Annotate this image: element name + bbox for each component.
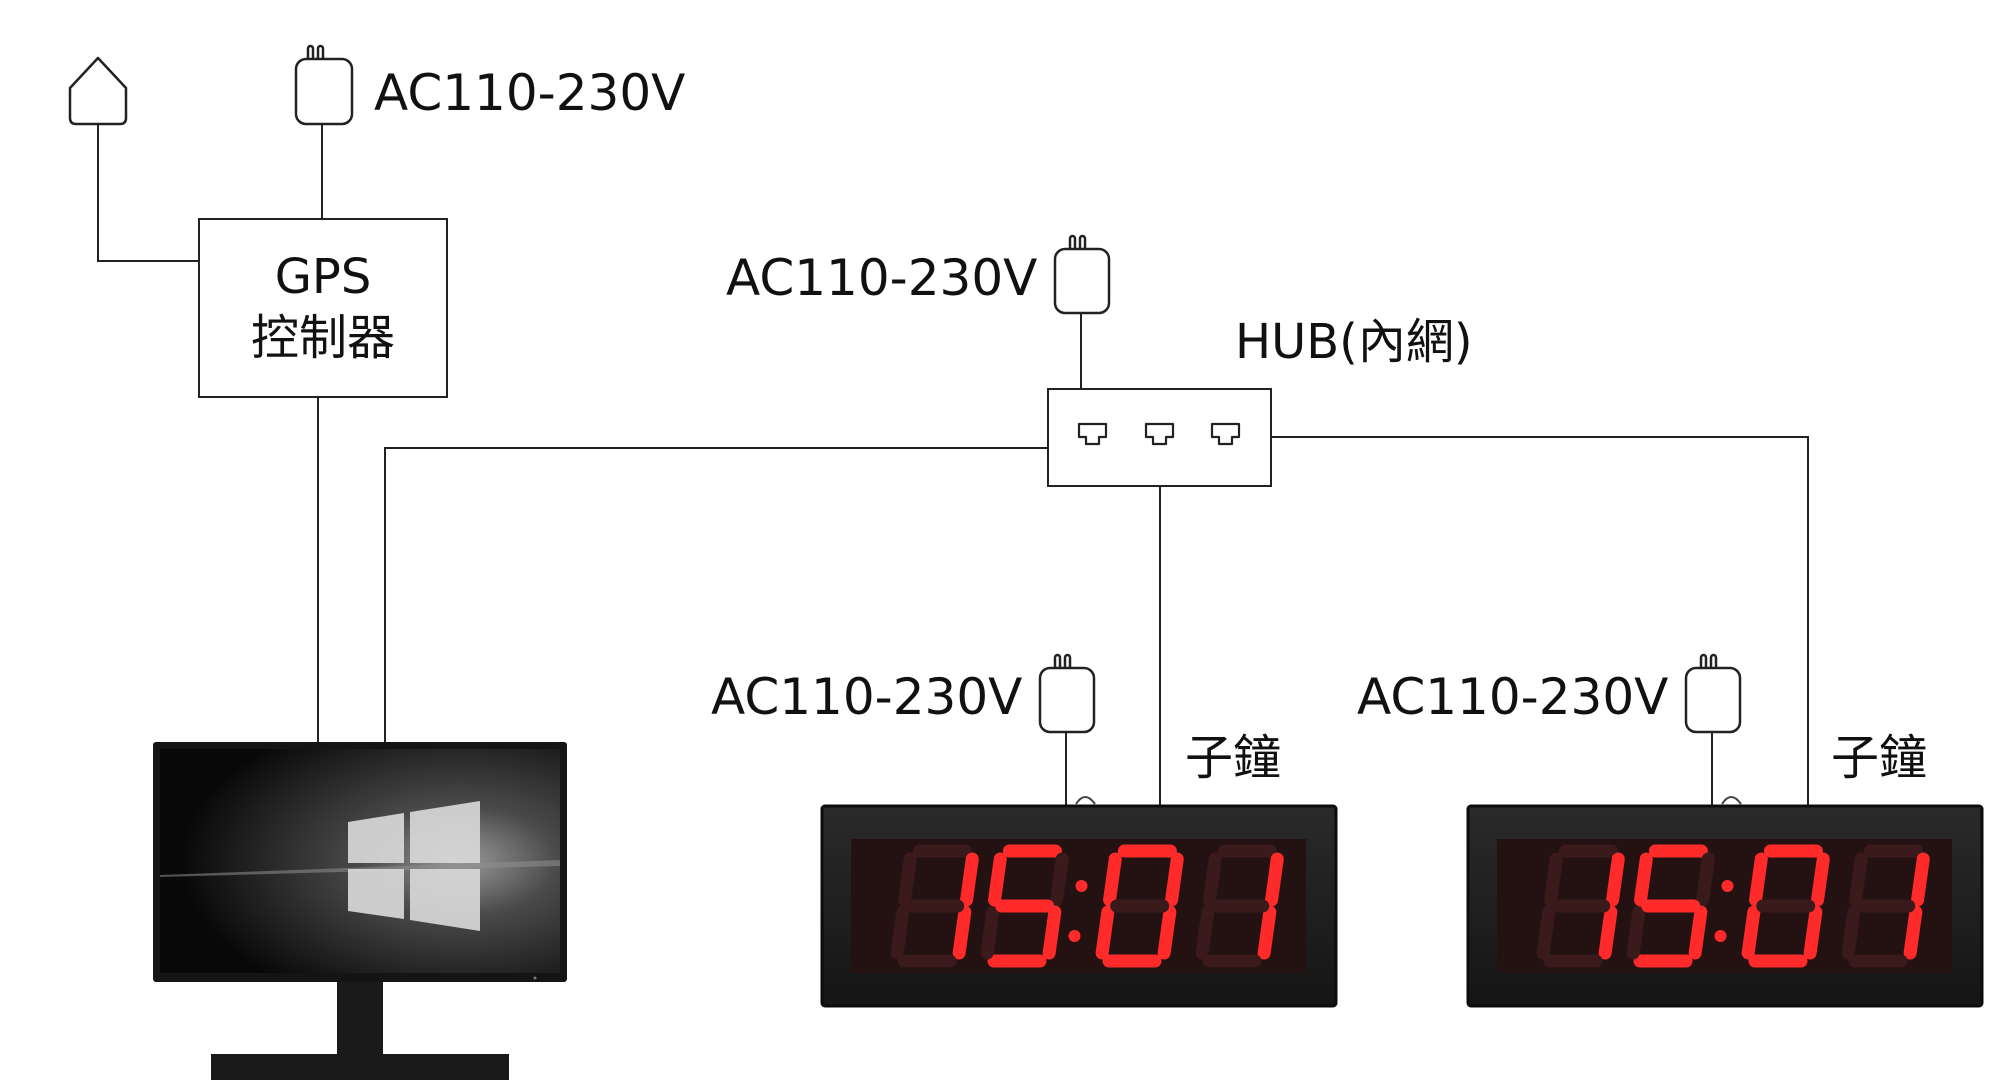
led-segment-on <box>1688 905 1708 960</box>
monitor-base <box>211 1054 509 1080</box>
gps-subtitle: 控制器 <box>250 310 395 366</box>
led-segment-on <box>1265 852 1284 907</box>
led-segment-off <box>1841 905 1861 960</box>
led-segment-on <box>1165 852 1184 907</box>
led-segment-off <box>1195 905 1215 960</box>
power-plug-icon <box>294 44 354 126</box>
gps-controller-box <box>198 218 448 398</box>
led-segment-on <box>1606 852 1625 907</box>
led-segment-on <box>1257 905 1277 960</box>
led-segment-on <box>1042 905 1062 960</box>
led-segment-on <box>1598 905 1618 960</box>
power-label: AC110-230V <box>711 668 1023 726</box>
colon-dot <box>1721 880 1734 892</box>
ethernet-port-icon <box>1077 422 1108 446</box>
led-segment-off <box>1849 852 1868 907</box>
led-segment-on <box>1634 852 1653 907</box>
led-segment-off <box>1203 852 1222 907</box>
led-segment-on <box>1103 852 1122 907</box>
hanging-hook-icon <box>1075 796 1096 805</box>
led-segment-off <box>1050 852 1069 907</box>
led-segment-on <box>1903 905 1923 960</box>
power-plug-icon <box>1038 653 1096 734</box>
monitor-stand <box>337 982 383 1054</box>
ethernet-port-icon <box>1210 422 1241 446</box>
gps-title: GPS <box>274 249 372 305</box>
colon-dot <box>1714 930 1727 942</box>
power-label: AC110-230V <box>1357 668 1669 726</box>
led-segment-on <box>1811 852 1830 907</box>
power-label: AC110-230V <box>374 64 686 122</box>
power-plug-icon <box>1053 234 1111 315</box>
antenna-cable <box>97 124 199 262</box>
led-segment-off <box>980 905 1000 960</box>
led-segment-on <box>1741 905 1761 960</box>
led-segment-on <box>1749 852 1768 907</box>
colon-dot <box>1068 930 1081 942</box>
led-segment-on <box>1157 905 1177 960</box>
gps-antenna-icon <box>68 56 128 126</box>
hub-to-pc-cable <box>384 447 1048 742</box>
power-plug-icon <box>1684 653 1742 734</box>
led-segment-on <box>988 852 1007 907</box>
led-segment-off <box>1626 905 1646 960</box>
colon-dot <box>1075 880 1088 892</box>
ethernet-port-icon <box>1144 422 1175 446</box>
pc-monitor <box>153 742 567 1080</box>
led-segment-off <box>1544 852 1563 907</box>
clock-label: 子鐘 <box>1831 730 1928 786</box>
led-segment-on <box>952 905 972 960</box>
clock-label: 子鐘 <box>1185 730 1282 786</box>
led-segment-off <box>1696 852 1715 907</box>
led-segment-off <box>898 852 917 907</box>
connection-lines <box>97 124 1809 805</box>
slave-clock <box>1466 804 1984 1008</box>
windows-logo-icon <box>348 801 480 931</box>
led-segment-on <box>960 852 979 907</box>
hub-to-clock2-cable <box>1271 436 1809 805</box>
led-segment-off <box>1536 905 1556 960</box>
slave-clock <box>820 804 1338 1008</box>
clock-digits <box>1536 844 1930 968</box>
hanging-hook-icon <box>1721 796 1742 805</box>
led-segment-on <box>1095 905 1115 960</box>
hub-label: HUB(內網) <box>1235 314 1473 370</box>
led-segment-off <box>890 905 910 960</box>
power-label: AC110-230V <box>726 249 1038 307</box>
led-segment-on <box>1803 905 1823 960</box>
clock-digits <box>890 844 1284 968</box>
led-segment-on <box>1911 852 1930 907</box>
